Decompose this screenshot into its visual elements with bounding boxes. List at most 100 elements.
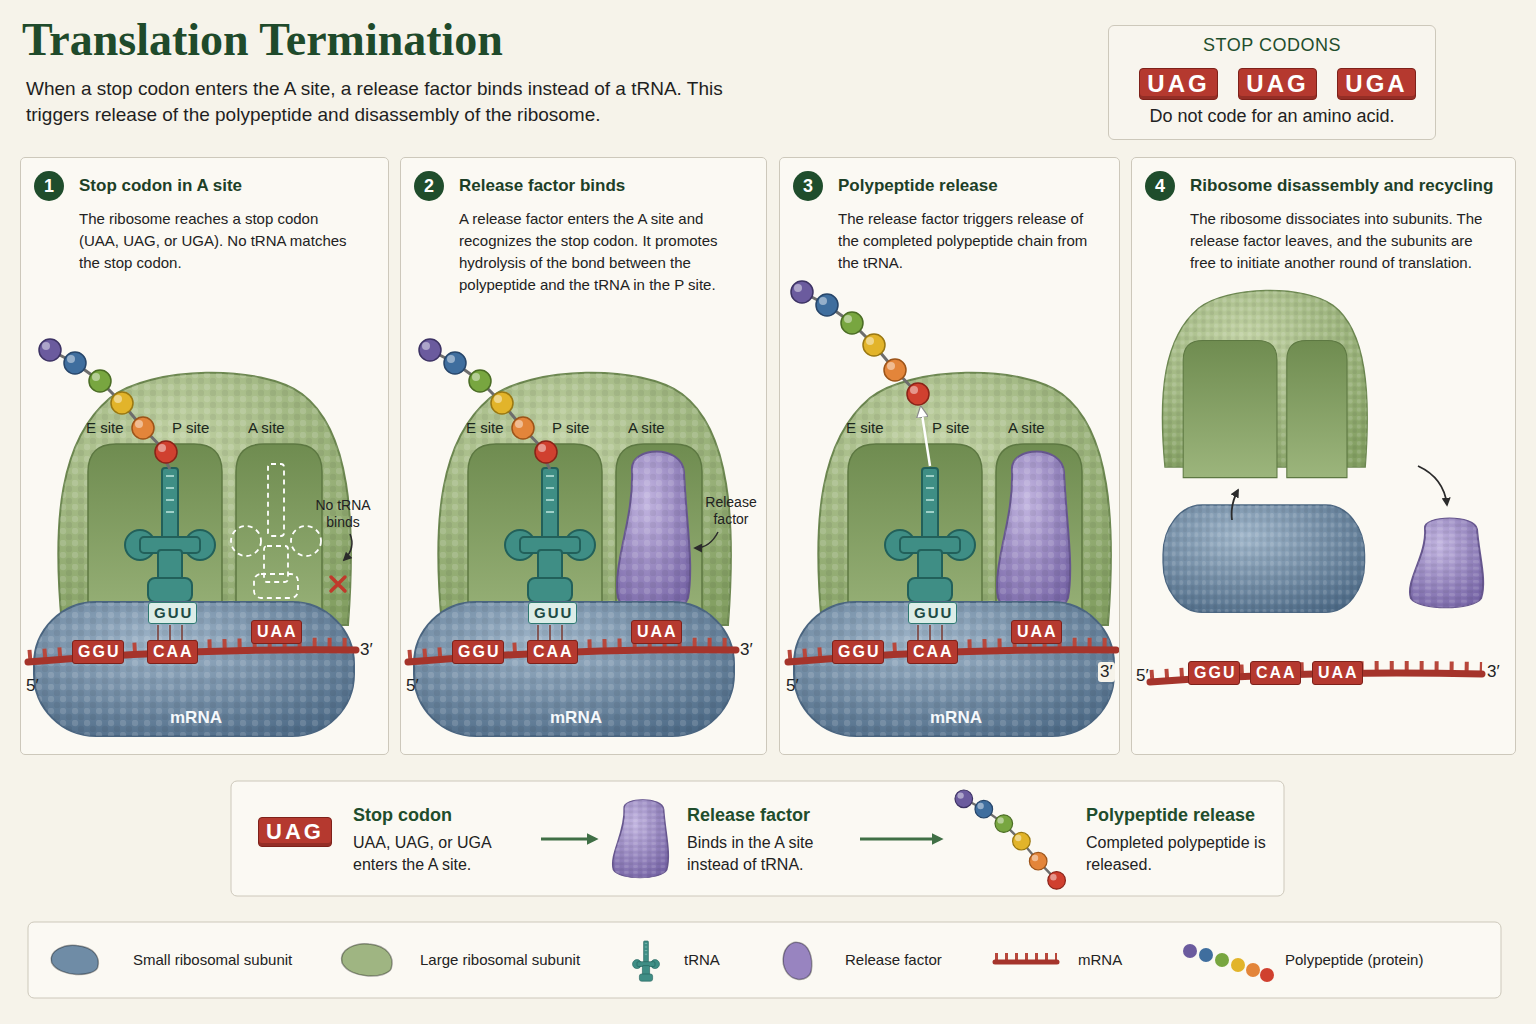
legend-swatch-frame	[46, 942, 102, 978]
codon-label: CAA	[147, 640, 198, 664]
flow-body: Binds in the A site instead of tRNA.	[687, 832, 842, 876]
step-number: 1	[34, 171, 64, 201]
step-body: The ribosome dissociates into subunits. …	[1190, 208, 1502, 274]
legend-text: Polypeptide (protein)	[1285, 951, 1423, 968]
codon-label: CAA	[527, 640, 578, 664]
dissociation-arrow	[1418, 466, 1447, 505]
step-heading: Ribosome disassembly and recycling	[1190, 176, 1493, 196]
codon-label: UAA	[1312, 661, 1363, 685]
step-panel: Polypeptide releaseThe release factor tr…	[779, 157, 1120, 755]
site-label: P site	[552, 419, 589, 436]
site-label: E site	[86, 419, 124, 436]
site-label: E site	[846, 419, 884, 436]
step-panel: Release factor binds A release factor ent…	[400, 157, 767, 755]
part-label: mRNA	[550, 708, 602, 728]
legend-swatch	[783, 942, 812, 979]
large-subunit	[438, 373, 731, 640]
polypeptide	[419, 339, 557, 463]
codon-label: GGU	[1188, 661, 1240, 685]
box-note: Do not code for an amino acid.	[1109, 106, 1435, 127]
anticodon-label: GUU	[528, 602, 577, 624]
flow-arrow	[860, 838, 940, 841]
codon-label: GGU	[832, 640, 884, 664]
codon-text: UAG	[1246, 72, 1308, 96]
summary-box	[231, 781, 1284, 896]
flow-step: Polypeptide releaseCompleted polypeptide…	[950, 795, 1276, 883]
small-subunit	[414, 602, 734, 736]
step-number-text: 1	[44, 177, 54, 195]
site-label: P site	[172, 419, 209, 436]
flow-arrow	[541, 838, 595, 841]
panel-ground	[400, 157, 767, 755]
base-pair-lines	[158, 625, 182, 640]
polypeptide-icon-bead	[1199, 948, 1213, 962]
strand-end-label: 5′	[406, 676, 419, 696]
step-panel: Stop codon in A siteThe ribosome reaches…	[20, 157, 389, 755]
polypeptide-icon	[955, 790, 1065, 889]
codon-label: UAA	[1011, 620, 1062, 644]
flow-body: Completed polypeptide is released.	[1086, 832, 1268, 876]
polypeptide-icon-bead	[1260, 968, 1274, 982]
codon-tile: UAG	[1139, 68, 1218, 100]
trna	[125, 468, 215, 602]
strand-end-label: 5′	[26, 676, 39, 696]
part-label: mRNA	[930, 708, 982, 728]
codon-text: UAG	[266, 821, 324, 843]
trna-icon	[633, 941, 660, 981]
site-label: A site	[248, 419, 285, 436]
polypeptide	[39, 339, 177, 463]
step-body: The ribosome reaches a stop codon (UAA, …	[79, 208, 351, 274]
leader-arrow	[344, 534, 352, 560]
strand-end-label: 3′	[740, 640, 753, 660]
trna	[885, 468, 975, 602]
strand-end-label: 5′	[786, 676, 799, 696]
step-body: The release factor triggers release of t…	[838, 208, 1100, 274]
mrna-icon-bases	[995, 953, 1057, 961]
polypeptide-icon-bead	[1231, 958, 1245, 972]
legend-swatch-frame	[780, 938, 814, 984]
anticodon-label: GUU	[908, 602, 957, 624]
legend-box	[28, 922, 1501, 998]
site-label: E site	[466, 419, 504, 436]
codon-label: CAA	[1250, 661, 1301, 685]
codon-label: UAA	[631, 620, 682, 644]
flow-step: Stop codonUAA, UAG, or UGA enters the A …	[253, 795, 531, 883]
base-pair-lines	[918, 625, 942, 640]
callout-note: Release factor	[700, 494, 762, 528]
part-label: mRNA	[170, 708, 222, 728]
ribosome-step-2	[408, 339, 736, 736]
step-heading: Polypeptide release	[838, 176, 998, 196]
codon-label: GGU	[72, 640, 124, 664]
flow-body: UAA, UAG, or UGA enters the A site.	[353, 832, 523, 876]
flow-heading: Stop codon	[353, 805, 452, 826]
panel-ground	[20, 157, 389, 755]
large-subunit	[818, 373, 1111, 640]
trna	[505, 468, 595, 602]
step-body: A release factor enters the A site and r…	[459, 208, 721, 296]
panel-ground	[1131, 157, 1516, 755]
step-heading: Release factor binds	[459, 176, 625, 196]
site-label: A site	[628, 419, 665, 436]
released-polypeptide	[791, 281, 929, 405]
small-subunit	[794, 602, 1114, 736]
polypeptide-icon-bead	[1215, 953, 1229, 967]
codon-text: UGA	[1345, 72, 1407, 96]
empty-a-site-outline	[231, 464, 321, 598]
step-number-text: 2	[424, 177, 434, 195]
legend-swatch-frame	[336, 940, 396, 980]
panel-ground	[779, 157, 1120, 755]
strand-end-label: 3′	[1487, 662, 1500, 682]
anticodon-label: GUU	[148, 602, 197, 624]
box-heading: STOP CODONS	[1109, 35, 1435, 56]
codon-label: GGU	[452, 640, 504, 664]
mrna-icon	[995, 960, 1057, 965]
dissociation-arrow	[1232, 490, 1238, 520]
flow-step: Release factorBinds in the A site instea…	[605, 795, 850, 883]
polypeptide-icon-bead	[1246, 963, 1260, 977]
step-number: 4	[1145, 171, 1175, 201]
strand-end-label: 3′	[1098, 662, 1115, 682]
base-pair-lines	[538, 625, 562, 640]
codon-tile: UGA	[1337, 68, 1416, 100]
page-title: Translation Termination	[22, 14, 503, 67]
